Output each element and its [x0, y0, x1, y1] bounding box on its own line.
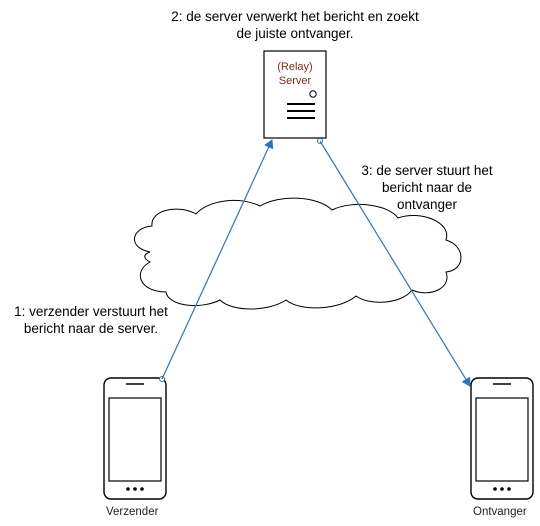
step1-line2: bericht naar de server. — [23, 321, 159, 336]
receiver-phone-icon — [470, 377, 534, 500]
sender-label: Verzender — [106, 506, 159, 518]
step3-line1: 3: de server stuurt het — [361, 163, 493, 178]
step3-label: 3: de server stuurt het bericht naar de … — [354, 162, 500, 213]
server-label-line2: Server — [279, 75, 312, 87]
server-label-line1: (Relay) — [277, 61, 312, 73]
step3-line3: ontvanger — [396, 197, 458, 212]
receiver-label: Ontvanger — [473, 506, 527, 518]
arrow-server-to-receiver — [319, 140, 471, 387]
internet-cloud-icon — [134, 197, 462, 310]
step3-line2: bericht naar de — [381, 180, 473, 195]
sender-phone-icon — [103, 377, 167, 500]
arrow-sender-to-server — [161, 139, 274, 380]
step1-line1: 1: verzender verstuurt het — [14, 304, 168, 319]
step2-label: 2: de server verwerkt het bericht en zoe… — [150, 8, 440, 42]
step2-line2: de juiste ontvanger. — [236, 26, 354, 41]
step1-label: 1: verzender verstuurt het bericht naar … — [6, 303, 176, 337]
server-power-icon — [309, 90, 317, 98]
relay-server: (Relay) Server — [263, 50, 327, 139]
step2-line1: 2: de server verwerkt het bericht en zoe… — [171, 9, 419, 24]
